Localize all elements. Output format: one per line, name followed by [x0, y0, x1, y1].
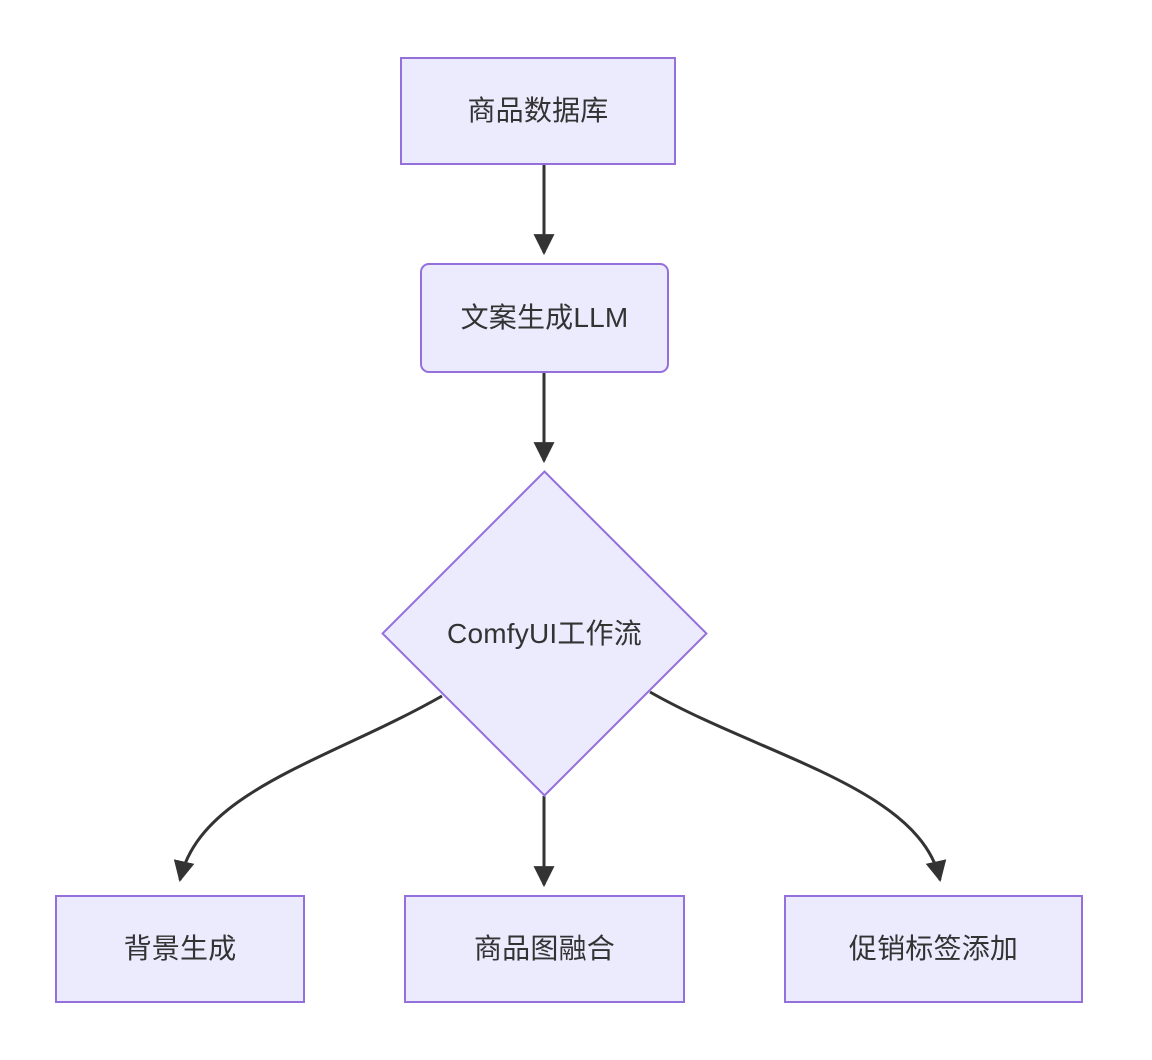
node-product-db[interactable]: 商品数据库 — [400, 57, 676, 165]
node-product-image-merge-label: 商品图融合 — [473, 933, 615, 965]
node-product-db-label: 商品数据库 — [467, 95, 609, 127]
node-product-image-merge[interactable]: 商品图融合 — [404, 895, 685, 1003]
node-promo-tag-add[interactable]: 促销标签添加 — [784, 895, 1083, 1003]
node-comfyui-workflow[interactable]: ComfyUI工作流 — [380, 470, 709, 797]
node-background-generation-label: 背景生成 — [123, 933, 237, 965]
node-comfyui-workflow-label: ComfyUI工作流 — [447, 617, 642, 649]
node-background-generation[interactable]: 背景生成 — [55, 895, 305, 1003]
node-promo-tag-add-label: 促销标签添加 — [848, 933, 1019, 965]
node-copy-llm-label: 文案生成LLM — [460, 302, 629, 334]
node-copy-llm[interactable]: 文案生成LLM — [420, 263, 669, 373]
